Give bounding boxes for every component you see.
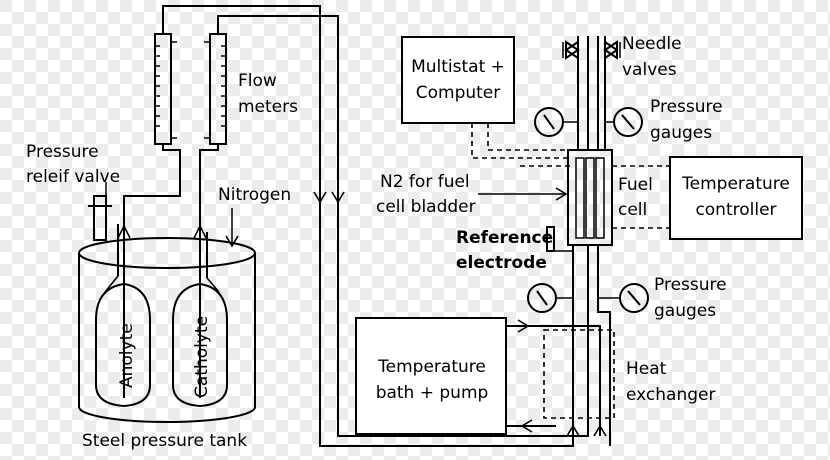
pressure-relief-valve bbox=[88, 182, 112, 241]
temperature-controller-label-2: controller bbox=[695, 200, 776, 220]
catholyte-label: Catholyte bbox=[192, 316, 212, 398]
pressure-gauges-bottom-label-2: gauges bbox=[654, 301, 716, 321]
steel-pressure-tank-label: Steel pressure tank bbox=[82, 431, 247, 451]
needle-valves-label-1: Needle bbox=[622, 34, 682, 54]
pressure-gauges-top-label-1: Pressure bbox=[650, 97, 723, 117]
needle-valves-label-2: valves bbox=[622, 60, 677, 80]
fuel-cell-label-1: Fuel bbox=[618, 175, 653, 195]
n2-bladder-label-1: N2 for fuel bbox=[380, 172, 470, 192]
nitrogen-inlet bbox=[225, 208, 239, 248]
reference-electrode bbox=[546, 226, 573, 252]
pressure-relief-valve-label-1: Pressure bbox=[26, 142, 99, 162]
needle-valves bbox=[562, 36, 621, 150]
temperature-bath-label-2: bath + pump bbox=[376, 383, 489, 403]
multistat-electrical-leads bbox=[471, 123, 570, 167]
temperature-bath-label-1: Temperature bbox=[377, 357, 486, 377]
pressure-gauge-top-left bbox=[534, 107, 578, 137]
tank-outlet-arrow bbox=[117, 224, 207, 239]
heat-exchanger-label-1: Heat bbox=[626, 359, 667, 379]
multistat-label-1: Multistat + bbox=[411, 57, 505, 77]
reference-electrode-label-2: electrode bbox=[456, 253, 547, 273]
pressure-gauges-top-label-2: gauges bbox=[650, 123, 712, 143]
temperature-controller-label-1: Temperature bbox=[681, 174, 790, 194]
reference-electrode-label-1: Reference bbox=[456, 228, 553, 248]
electrolyte-supply-pipes bbox=[123, 5, 589, 447]
pressure-gauge-top-right bbox=[605, 107, 643, 137]
multistat-label-2: Computer bbox=[416, 83, 501, 103]
pressure-relief-valve-label-2: releif valve bbox=[26, 167, 120, 187]
n2-bladder-arrow bbox=[478, 187, 568, 201]
n2-bladder-label-2: cell bladder bbox=[376, 197, 476, 217]
heat-exchanger-loop bbox=[506, 262, 615, 446]
temperature-controller-box bbox=[669, 156, 803, 240]
anolyte-label: Anolyte bbox=[117, 323, 137, 388]
anolyte-bottle bbox=[95, 210, 151, 408]
steel-pressure-tank bbox=[78, 237, 256, 423]
catholyte-bottle bbox=[172, 197, 228, 408]
fuel-cell bbox=[567, 149, 613, 262]
temperature-bath-pump-box bbox=[355, 317, 507, 435]
pressure-gauge-bottom-right bbox=[598, 283, 649, 313]
fuel-cell-label-2: cell bbox=[618, 200, 647, 220]
temperature-controller-leads bbox=[612, 165, 670, 229]
heat-exchanger-label-2: exchanger bbox=[626, 385, 715, 405]
pressure-gauge-bottom-left bbox=[527, 283, 573, 313]
flow-meters-label-1: Flow bbox=[238, 71, 277, 91]
nitrogen-label: Nitrogen bbox=[218, 185, 291, 205]
multistat-computer-box bbox=[401, 36, 515, 124]
flow-meters-label-2: meters bbox=[238, 97, 298, 117]
pressure-gauges-bottom-label-1: Pressure bbox=[654, 275, 727, 295]
